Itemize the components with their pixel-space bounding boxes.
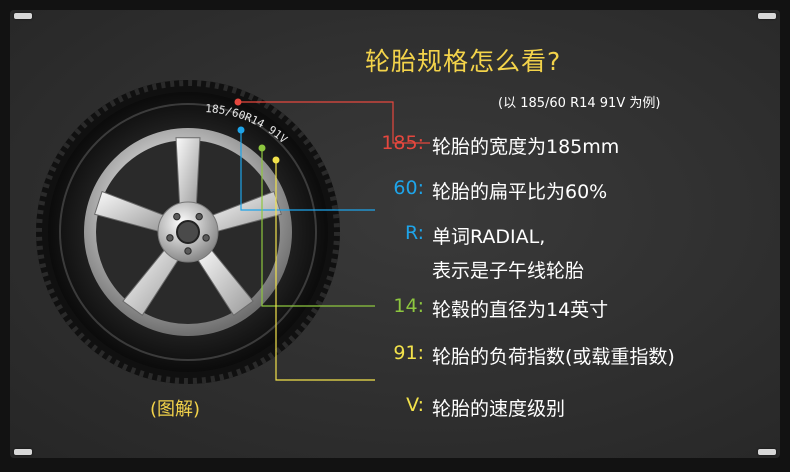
callout-description: 单词RADIAL,	[432, 226, 546, 248]
page-subtitle: (以 185/60 R14 91V 为例)	[498, 96, 661, 111]
callout-description: 轮胎的扁平比为60%	[432, 181, 608, 203]
sidewall-highlight	[59, 103, 317, 361]
corner-pin-icon	[14, 449, 32, 455]
callout-code: 185:	[381, 132, 424, 154]
callout-code: R:	[404, 222, 424, 244]
lug-nut-icon	[166, 234, 174, 242]
dot-yellow	[272, 156, 280, 164]
dot-red	[234, 98, 242, 106]
callout-description-line2: 表示是子午线轮胎	[432, 260, 585, 282]
dot-green	[258, 144, 266, 152]
lug-nuts	[166, 212, 210, 255]
callout-description: 轮胎的宽度为185mm	[432, 136, 620, 158]
corner-pin-icon	[758, 449, 776, 455]
leader-lines	[238, 101, 430, 381]
callout-description: 轮胎的负荷指数(或载重指数)	[432, 346, 675, 368]
callout-description: 轮胎的速度级别	[432, 398, 566, 420]
page-title: 轮胎规格怎么看?	[365, 47, 562, 76]
lug-nut-icon	[202, 234, 210, 242]
callout-code: 14:	[393, 295, 424, 317]
corner-pin-icon	[758, 13, 776, 19]
lug-nut-icon	[173, 212, 181, 221]
dot-blue	[237, 126, 245, 134]
callout-code: V:	[406, 394, 424, 416]
rim-spokes	[94, 137, 282, 317]
corner-pin-icon	[14, 13, 32, 19]
diagram-caption: (图解)	[150, 399, 201, 420]
leader-line-v	[275, 160, 375, 381]
hub-cap	[176, 220, 200, 244]
spoke	[175, 137, 201, 208]
lug-nut-icon	[184, 247, 192, 255]
leader-line-60	[240, 130, 375, 211]
tread-pattern	[36, 80, 340, 384]
leader-line-14	[261, 148, 375, 307]
callout-code: 60:	[393, 177, 424, 199]
callout-description: 轮毂的直径为14英寸	[432, 299, 609, 321]
leader-dots	[234, 98, 280, 164]
lug-nut-icon	[195, 212, 203, 221]
leader-line-185	[238, 101, 430, 144]
callout-code: 91:	[393, 342, 424, 364]
